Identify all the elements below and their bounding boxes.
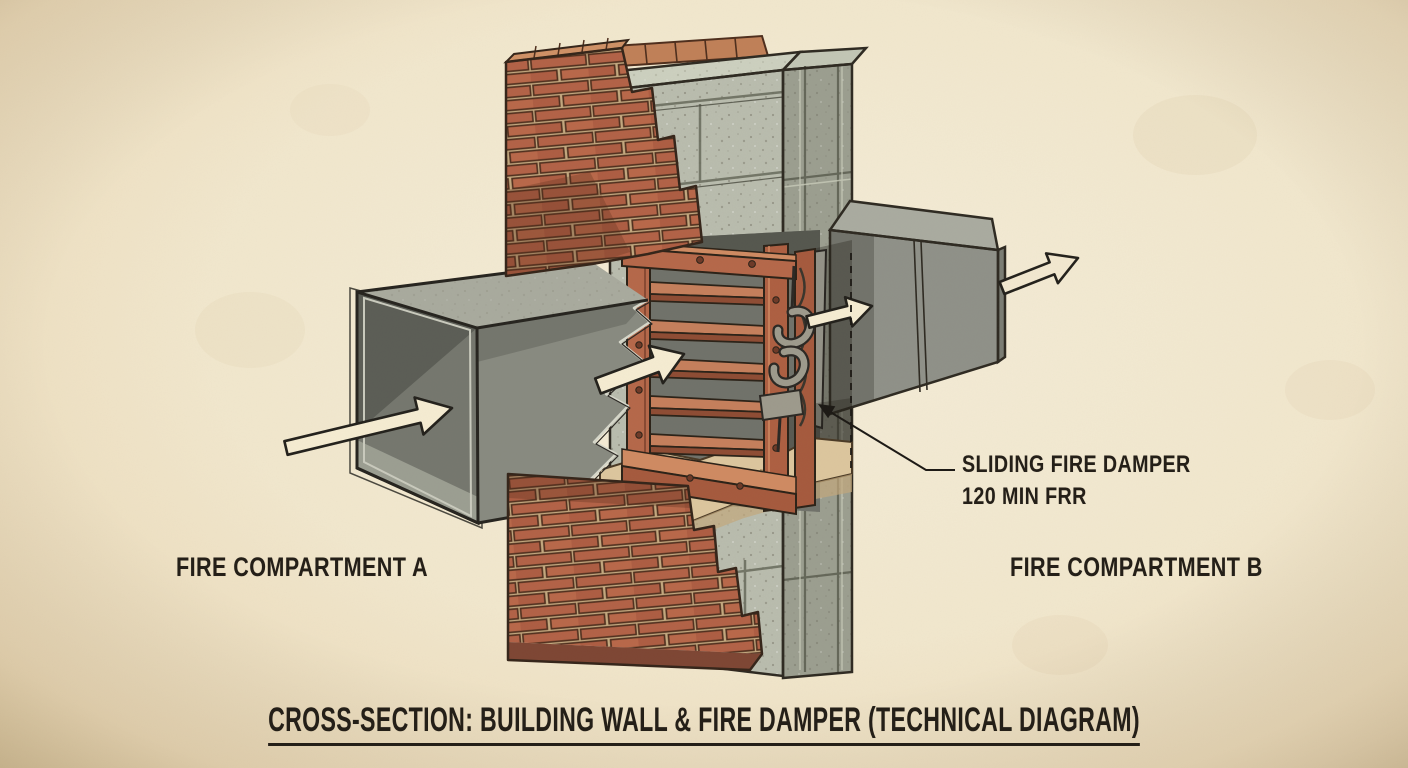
label-fire-compartment-b: FIRE COMPARTMENT B <box>1010 552 1263 582</box>
diagram-title: CROSS-SECTION: BUILDING WALL & FIRE DAMP… <box>268 701 1140 746</box>
label-fire-compartment-a: FIRE COMPARTMENT A <box>176 552 428 582</box>
annotation-fire-damper: SLIDING FIRE DAMPER 120 MIN FRR <box>962 449 1191 513</box>
annotation-line1: SLIDING FIRE DAMPER <box>962 451 1191 478</box>
annotation-line2: 120 MIN FRR <box>962 483 1087 510</box>
